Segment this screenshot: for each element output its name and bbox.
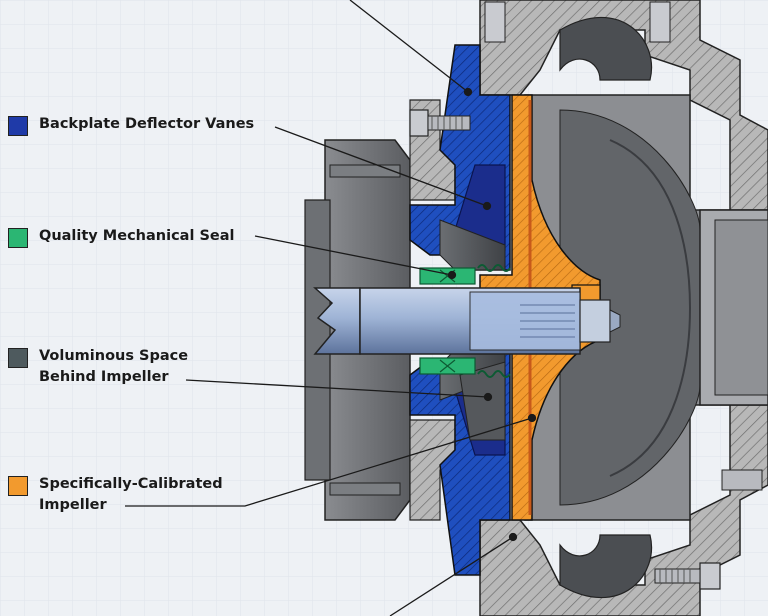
leader-dot-deflector-vanes	[482, 201, 492, 211]
leader-line-impeller	[125, 417, 533, 507]
legend-item-backplate-deflector-vanes: Backplate Deflector Vanes	[8, 114, 254, 136]
legend-label-backplate-deflector-vanes: Backplate Deflector Vanes	[39, 116, 255, 132]
leader-dot-top	[463, 87, 473, 97]
leader-lines	[125, 0, 537, 616]
leader-dot-voluminous-space	[483, 392, 493, 402]
legend-swatch-voluminous-space	[8, 348, 28, 368]
legend-label-specifically-calibrated-impeller: Specifically-Calibrated Impeller	[39, 476, 223, 513]
leader-line-voluminous-space	[185, 379, 489, 398]
bolts	[409, 1, 763, 590]
legend-label-voluminous-space: Voluminous Space Behind Impeller	[39, 348, 189, 385]
legend-item-specifically-calibrated-impeller: Specifically-Calibrated Impeller	[8, 474, 223, 516]
leader-line-bottom	[389, 536, 514, 616]
leader-dot-mechanical-seal	[447, 270, 457, 280]
legend-swatch-specifically-calibrated-impeller	[8, 476, 28, 496]
volute-passage	[524, 17, 731, 598]
leader-dot-impeller	[527, 413, 537, 423]
legend-item-quality-mechanical-seal: Quality Mechanical Seal	[8, 226, 235, 248]
legend-swatch-quality-mechanical-seal	[8, 228, 28, 248]
legend-item-voluminous-space: Voluminous Space Behind Impeller	[8, 346, 188, 388]
leader-line-mechanical-seal	[254, 235, 453, 276]
leader-line-top	[349, 0, 469, 93]
suction-inlet	[699, 209, 768, 406]
legend-label-quality-mechanical-seal: Quality Mechanical Seal	[39, 228, 235, 244]
leader-line-deflector-vanes	[274, 126, 488, 207]
legend-swatch-backplate-deflector-vanes	[8, 116, 28, 136]
leader-dot-bottom	[508, 532, 518, 542]
shaft	[313, 287, 621, 355]
